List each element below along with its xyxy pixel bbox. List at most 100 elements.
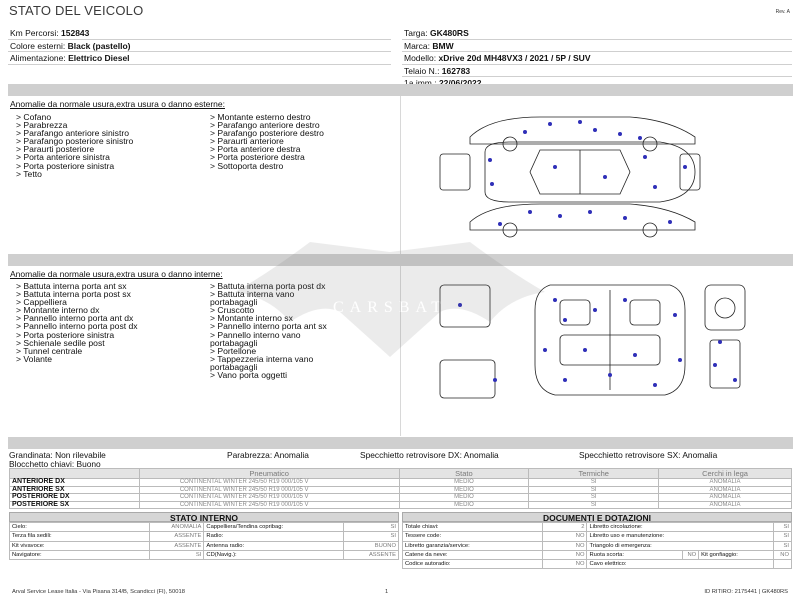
damage-marker — [528, 210, 532, 214]
table-row: Tessere code:NO Libretto uso e manutenzi… — [402, 531, 793, 542]
list-item: > Sottoporta destro — [210, 160, 284, 171]
list-item: > Porta anteriore sinistra — [16, 152, 110, 163]
plate-value: GK480RS — [430, 28, 469, 38]
list-item: > Porta posteriore sinistra — [16, 329, 115, 340]
registration-value: 22/06/2022 — [439, 78, 482, 88]
list-item: > Pannello interno porta ant dx — [16, 313, 134, 324]
list-item: > Paraurti anteriore — [210, 136, 284, 147]
damage-marker — [638, 136, 642, 140]
list-item: > Cappelliera — [16, 297, 67, 308]
interior-list-col2: > Battuta interna porta post dx > Battut… — [210, 281, 327, 380]
carsbat-watermark: CARSBAT — [235, 242, 545, 357]
damage-marker — [683, 165, 687, 169]
chassis-value: 162783 — [441, 65, 471, 76]
damage-marker — [543, 348, 547, 352]
table-row: Catene da neve:NO Ruota scorta:NO Kit go… — [402, 549, 793, 561]
table-header — [9, 468, 140, 479]
list-item: > Montante interno sx — [210, 313, 293, 324]
damage-marker — [583, 348, 587, 352]
damage-marker — [588, 210, 592, 214]
list-item: portabagagli — [210, 297, 258, 308]
table-header: Pneumatico — [138, 468, 400, 479]
stato-interno-title: STATO INTERNO — [9, 512, 399, 523]
section-band — [8, 254, 793, 266]
list-item: > Battuta interna porta post dx — [210, 281, 325, 291]
damage-marker — [623, 298, 627, 302]
exterior-list-col2: > Montante esterno destro > Parafango an… — [210, 113, 324, 170]
list-item: > Porta posteriore sinistra — [16, 160, 115, 171]
table-row: ANTERIORE SX CONTINENTAL WINTER 245/50 R… — [9, 485, 792, 495]
damage-marker — [523, 130, 527, 134]
damage-marker — [733, 378, 737, 382]
list-item: > Montante interno dx — [16, 305, 100, 316]
damage-marker — [608, 373, 612, 377]
damage-marker — [593, 128, 597, 132]
damage-marker — [668, 220, 672, 224]
exterior-car-diagram — [439, 116, 701, 238]
list-item: > Cofano — [16, 112, 52, 122]
list-item: > Paraurti posteriore — [16, 144, 95, 155]
interior-list-col1: > Battuta interna porta ant sx > Battuta… — [16, 281, 138, 364]
table-row: POSTERIORE SX CONTINENTAL WINTER 245/50 … — [9, 500, 792, 510]
damage-marker — [548, 122, 552, 126]
page-title: STATO DEL VEICOLO — [9, 3, 144, 18]
table-row: Navigatore:SI CD(Navig.):ASSENTE — [9, 549, 399, 561]
damage-marker — [653, 383, 657, 387]
list-item: > Parafango posteriore destro — [210, 128, 324, 139]
table-row: Terza fila sedili:ASSENTE Radio:SI — [9, 531, 399, 542]
fuel-value: Elettrico Diesel — [68, 53, 130, 64]
list-item: > Parafango posteriore sinistro — [16, 136, 134, 147]
list-item: > Parafango anteriore sinistro — [16, 128, 129, 139]
watermark-text: CARSBAT — [333, 299, 447, 316]
list-item: > Pannello interno porta ant sx — [210, 321, 327, 332]
info-row-model: Modello: xDrive 20d MH48VX3 / 2021 / 5P … — [402, 52, 792, 65]
list-item: > Montante esterno destro — [210, 112, 311, 122]
list-item: > Pannello interno vano — [210, 329, 301, 340]
list-item: portabagagli — [210, 361, 258, 372]
revision-label: Rev. A — [775, 9, 790, 15]
documenti-table: Totale chiavi:2 Libretto circolazione:SI… — [402, 521, 793, 570]
damage-marker — [713, 363, 717, 367]
table-row: Codice autoradio:NO Cavo elettrico: — [402, 559, 793, 570]
info-row-km: Km Percorsi: 152843 — [8, 27, 391, 40]
table-row: Totale chiavi:2 Libretto circolazione:SI — [402, 521, 793, 533]
damage-marker — [653, 185, 657, 189]
vehicle-info-left: Km Percorsi: 152843 Colore esterni: Blac… — [8, 27, 391, 65]
list-item: > Battuta interna porta post sx — [16, 289, 131, 300]
damage-marker — [678, 358, 682, 362]
table-row: Kit vivavoce:ASSENTE Antenna radio:BUONO — [9, 540, 399, 551]
stato-interno-section: STATO INTERNO Cielo:ANOMALIA Cappelliera… — [9, 512, 399, 561]
list-item: > Portellone — [210, 345, 257, 356]
table-header: Stato — [398, 468, 530, 479]
vehicle-info-right: Targa: GK480RS Marca: BMW Modello: xDriv… — [402, 27, 792, 90]
list-item: > Tetto — [16, 168, 42, 179]
documenti-section: DOCUMENTI E DOTAZIONI Totale chiavi:2 Li… — [402, 512, 793, 570]
footer-page-number: 1 — [385, 589, 389, 595]
damage-marker — [578, 120, 582, 124]
parabrezza-status: Parabrezza: Anomalia — [227, 450, 309, 460]
damage-marker — [633, 353, 637, 357]
list-item: > Battuta interna porta ant sx — [16, 281, 127, 291]
section-band — [8, 437, 793, 449]
damage-marker — [558, 214, 562, 218]
interior-heading: Anomalie da normale usura,extra usura o … — [10, 269, 223, 279]
list-item: portabagagli — [210, 337, 258, 348]
damage-marker — [553, 298, 557, 302]
info-row-make: Marca: BMW — [402, 40, 792, 53]
list-item: > Porta posteriore destra — [210, 152, 305, 163]
keylock-status: Blocchetto chiavi: Buono — [9, 459, 101, 469]
stato-interno-table: Cielo:ANOMALIA Cappelliera/Tendina copri… — [9, 521, 399, 561]
color-value: Black (pastello) — [67, 40, 131, 51]
list-item: > Cruscotto — [210, 305, 255, 316]
table-row: POSTERIORE DX CONTINENTAL WINTER 245/50 … — [9, 493, 792, 502]
table-row: ANTERIORE DX CONTINENTAL WINTER 245/50 R… — [9, 478, 792, 487]
interior-car-diagram — [439, 284, 746, 399]
section-band — [8, 84, 793, 96]
damage-marker — [618, 132, 622, 136]
damage-marker — [458, 303, 462, 307]
list-item: > Battuta interna vano — [210, 289, 294, 300]
mirror-sx-status: Specchietto retrovisore SX: Anomalia — [579, 450, 718, 460]
make-value: BMW — [432, 40, 454, 51]
grandinata-status: Grandinata: Non rilevabile — [9, 450, 106, 460]
list-item: > Tunnel centrale — [16, 345, 83, 356]
